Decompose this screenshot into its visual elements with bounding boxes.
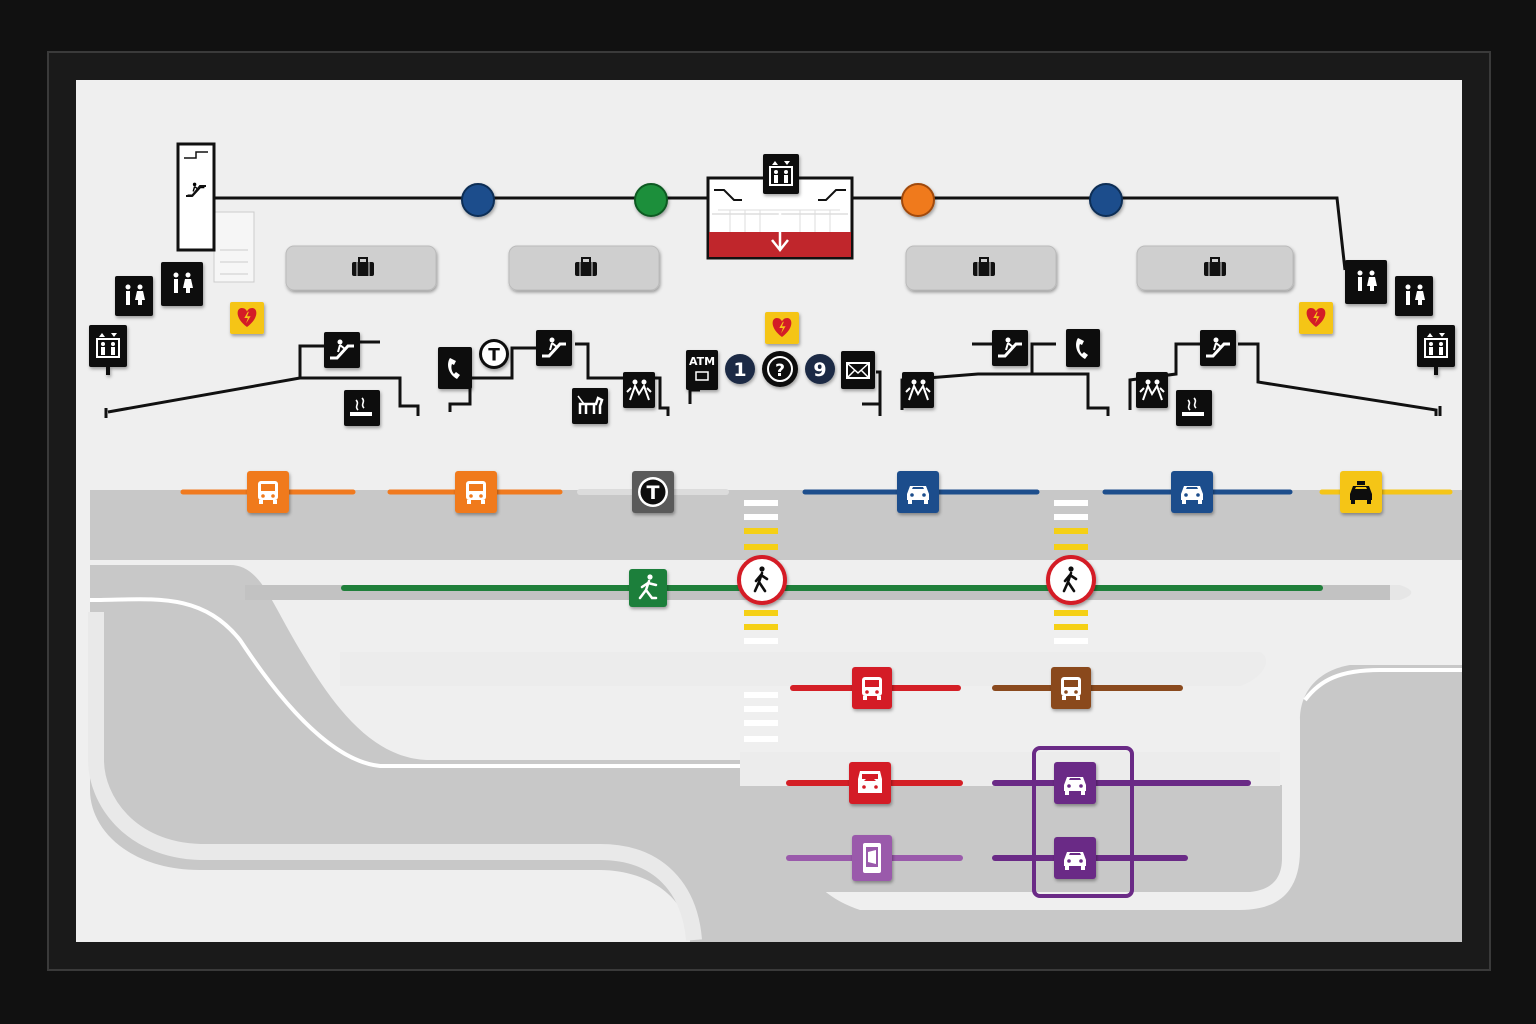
- phone-rideshare-icon: [863, 843, 881, 873]
- transit-sign[interactable]: T: [479, 339, 509, 369]
- smoking-icon: [1182, 397, 1204, 416]
- shuttle-icon: [858, 771, 882, 793]
- information-icon: [767, 356, 793, 382]
- pedestrian-sign[interactable]: [629, 569, 667, 607]
- service-animal-sign[interactable]: [572, 388, 608, 424]
- elevator-sign[interactable]: [763, 154, 799, 194]
- mail-sign[interactable]: [841, 351, 875, 389]
- central-escalator-hub[interactable]: [706, 154, 854, 260]
- aed-sign[interactable]: [1299, 302, 1333, 334]
- gate-dot-blue[interactable]: [461, 183, 495, 217]
- family-restroom-sign[interactable]: [161, 262, 203, 306]
- atm-sign[interactable]: ATM: [686, 350, 718, 390]
- taxi-stand-sign[interactable]: [1171, 471, 1213, 513]
- companion-icon: [905, 379, 931, 401]
- restroom-sign[interactable]: [1395, 276, 1433, 316]
- transit-t-label: T: [488, 346, 500, 366]
- gate-markers: [461, 183, 1123, 217]
- elevator-sign[interactable]: [1417, 325, 1455, 375]
- phone-sign[interactable]: [1066, 329, 1100, 367]
- gate-dot-blue[interactable]: [1089, 183, 1123, 217]
- elevator-sign[interactable]: [89, 325, 127, 375]
- bus-stop-sign[interactable]: [455, 471, 497, 513]
- aed-sign[interactable]: [230, 302, 264, 334]
- baggage-claim[interactable]: [905, 245, 1057, 291]
- phone-icon: [448, 358, 460, 379]
- first-aid-sign[interactable]: [902, 372, 934, 408]
- info-question: ?: [775, 361, 785, 381]
- subway-t-icon: [482, 342, 506, 366]
- gate-dot-orange[interactable]: [901, 183, 935, 217]
- facility-signs: T ATM 1 ? 9: [89, 260, 1455, 426]
- bus-stop-sign[interactable]: [852, 667, 892, 709]
- yellow-taxi-sign[interactable]: [1340, 471, 1382, 513]
- info-number-sign[interactable]: 1: [725, 354, 755, 384]
- baggage-claim[interactable]: [1136, 245, 1294, 291]
- curb-sign-row-2: [629, 555, 1096, 607]
- pedestrian-icon: [638, 574, 658, 600]
- aed-sign[interactable]: [765, 312, 799, 344]
- information-sign[interactable]: ?: [762, 351, 798, 387]
- rideshare-sign[interactable]: [1054, 762, 1096, 804]
- taxi-stand-sign[interactable]: [897, 471, 939, 513]
- baggage-claim[interactable]: [285, 245, 437, 291]
- first-aid-sign[interactable]: [1136, 372, 1168, 408]
- roadways: [88, 490, 1462, 942]
- first-aid-sign[interactable]: [623, 372, 655, 408]
- family-restroom-sign[interactable]: [1345, 260, 1387, 304]
- service-dog-icon: [577, 395, 604, 414]
- escalator-sign[interactable]: [992, 330, 1028, 366]
- atm-icon: [695, 371, 709, 381]
- info-right-number: 9: [813, 359, 826, 381]
- atm-label: ATM: [689, 355, 715, 368]
- companion-icon: [1139, 379, 1165, 401]
- mail-icon: [846, 362, 870, 379]
- no-pedestrian-sign[interactable]: [1046, 555, 1096, 605]
- escalator-icon: [818, 189, 846, 201]
- baggage-claim[interactable]: [508, 245, 660, 291]
- rideshare-zone-outline: [1032, 746, 1134, 898]
- info-number-sign[interactable]: 9: [805, 354, 835, 384]
- bus-stop-sign[interactable]: [247, 471, 289, 513]
- phone-sign[interactable]: [438, 347, 472, 389]
- no-pedestrian-sign[interactable]: [737, 555, 787, 605]
- escalator-sign[interactable]: [1200, 330, 1236, 366]
- escalator-icon: [714, 189, 742, 201]
- rideshare-sign[interactable]: [1054, 837, 1096, 879]
- subway-t-label: T: [647, 482, 660, 504]
- bus-stop-sign[interactable]: [1051, 667, 1091, 709]
- curb-sign-row-1: T: [247, 471, 1382, 513]
- smoking-icon: [350, 397, 372, 416]
- curb-sign-rows-lower: [849, 667, 1096, 881]
- smoking-area-sign[interactable]: [344, 390, 380, 426]
- baggage-claims: [285, 245, 1294, 291]
- escalator-sign[interactable]: [324, 332, 360, 368]
- subway-t-icon: [640, 479, 666, 505]
- crosswalks: [744, 500, 1088, 742]
- left-stair-tower: [176, 142, 255, 283]
- restroom-sign[interactable]: [115, 276, 153, 316]
- app-rideshare-sign[interactable]: [852, 835, 892, 881]
- gate-dot-green[interactable]: [634, 183, 668, 217]
- escalator-sign[interactable]: [536, 330, 572, 366]
- smoking-area-sign[interactable]: [1176, 390, 1212, 426]
- lower-concourse-network: [104, 340, 1442, 418]
- shuttle-sign[interactable]: [849, 762, 891, 804]
- phone-icon: [1076, 338, 1088, 359]
- subway-sign[interactable]: T: [632, 471, 674, 513]
- concourse-network: [214, 196, 1347, 271]
- info-left-number: 1: [733, 359, 746, 381]
- companion-icon: [626, 379, 652, 401]
